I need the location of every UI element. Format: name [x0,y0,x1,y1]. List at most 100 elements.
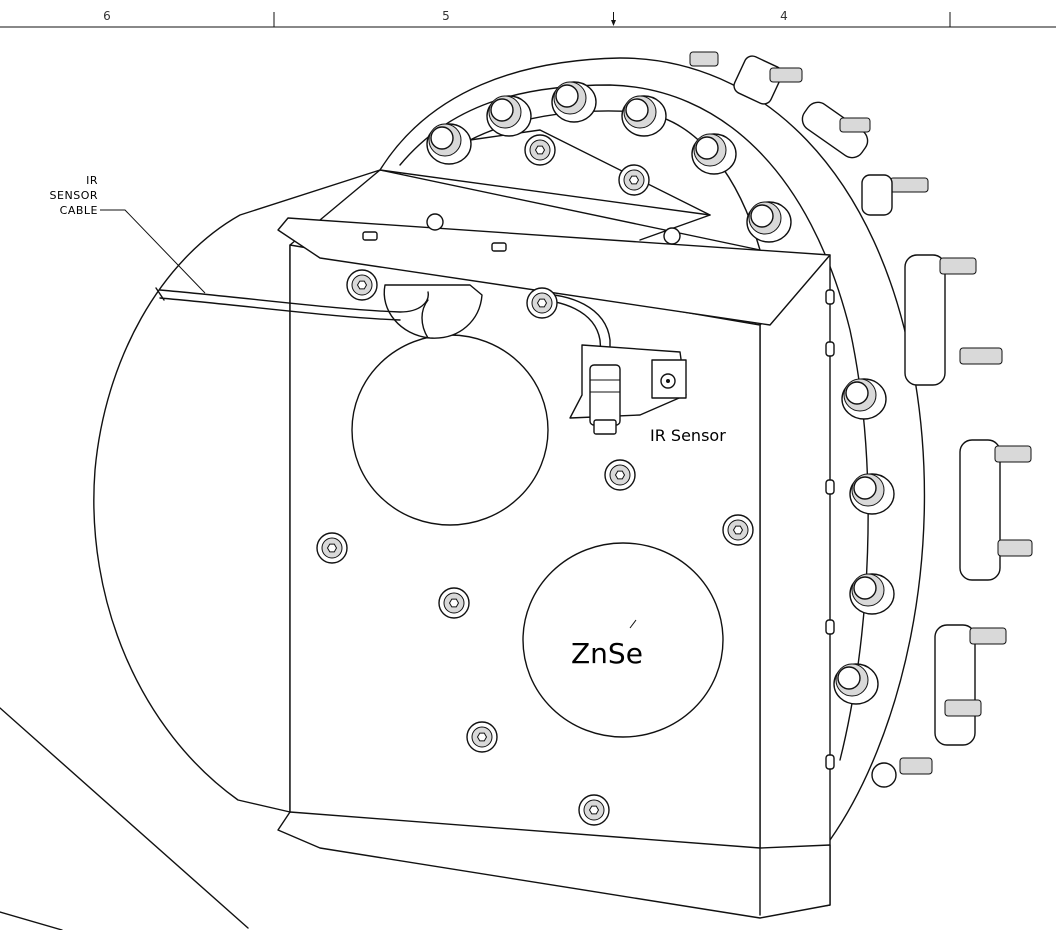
hex-socket [356,280,368,290]
plate-top-screw [663,227,681,245]
bolt-cap [853,576,877,600]
bolt-cap [853,476,877,500]
clamp-set [959,439,1033,581]
side-rivet [825,479,835,495]
flange-bolt [551,81,597,123]
socket-head-screw [578,794,610,826]
cable-label-line-1: IR [86,174,98,187]
bolt-cap [750,204,774,228]
hex-socket [448,598,460,608]
optical-ports [351,334,724,738]
flange-bolt [426,123,472,165]
cable-label-line-3: CABLE [60,204,98,217]
clamp-set [801,101,929,216]
socket-head-screw [526,287,558,319]
socket-head-screw [346,269,378,301]
bolt-cap [490,98,514,122]
cable-label-line-2: SENSOR [50,189,98,202]
side-rivet [825,341,835,357]
bolt-thread [959,347,1003,365]
socket-head-screw [438,587,470,619]
bolt-thread [689,51,719,67]
hex-socket [588,805,600,815]
flange-bolt [833,663,879,705]
bolt-thread [969,627,1007,645]
plate-side-face [759,254,831,916]
plate-screws [316,134,754,826]
mounting-plate [277,213,835,919]
clamp-plate [934,624,976,746]
side-rivet [825,289,835,305]
socket-head-screw [604,459,636,491]
ir-sensor-cable [155,287,611,369]
clamp-set [871,624,1007,788]
socket-head-screw [524,134,556,166]
plate-pin [491,242,507,252]
clamp-plate [904,254,946,386]
bolt-thread [939,257,977,275]
bolt-cap [430,126,454,150]
hex-socket [732,525,744,535]
clamp-bolts [689,51,1033,788]
flange-bolt [486,95,532,137]
ruler-center-arrow-icon [611,20,616,26]
flange-bolt [849,473,895,515]
ruler-zone-4: 4 [780,9,788,23]
bolt-thread [839,117,871,133]
diagonal-line [0,911,63,930]
side-rivet [825,619,835,635]
ruler-zone-5: 5 [442,9,450,23]
bolt-cap [625,98,649,122]
plate-pin [362,231,378,241]
flange-bolt [746,201,792,243]
background-geometry [0,707,249,930]
shell-body [93,169,381,813]
clamp-set [689,51,803,105]
bolt-thread [889,177,929,193]
clamp-plate [861,174,893,216]
clamp-plate [733,55,783,105]
cable-leader-line [100,209,206,294]
znse-label: ZnSe [571,637,643,670]
sensor-tip [593,419,617,435]
bolt-thread [994,445,1032,463]
housing-shell [93,169,711,813]
flange-bolt-ring [426,81,895,705]
sensor-mount-screw-center [666,379,670,383]
hex-socket [536,298,548,308]
ruler-zone-6: 6 [103,9,111,23]
bolt-thread [997,539,1033,557]
cable-wire-edge [159,297,401,321]
socket-head-screw [618,164,650,196]
hex-socket [614,470,626,480]
socket-head-screw [722,514,754,546]
cable-grommet [383,284,483,339]
cable-break [155,287,165,301]
bolt-cap [837,666,861,690]
clamp-set [904,254,1003,386]
hex-socket [326,543,338,553]
hex-socket [628,175,640,185]
flange-bolt [849,573,895,615]
plate-top-screw [426,213,444,231]
cable-callout: IR SENSOR CABLE [50,174,206,294]
socket-head-screw [316,532,348,564]
znse-window [522,542,724,738]
socket-head-screw [466,721,498,753]
ir-sensor-label: IR Sensor [650,426,726,445]
shell-top-edge [379,169,711,216]
clamp-plate [959,439,1001,581]
bolt-cap [845,381,869,405]
bolt-thread [899,757,933,775]
bolt-end [871,762,897,788]
plate-top-flange [277,217,831,326]
upper-viewport [351,334,549,526]
flange-bolt [841,378,887,420]
drawing-zone-ruler: 6 5 4 [0,9,1056,28]
bolt-thread [769,67,803,83]
hex-socket [534,145,546,155]
hex-socket [476,732,488,742]
plate-bottom-flange [277,811,831,919]
cable-wire [159,289,429,313]
